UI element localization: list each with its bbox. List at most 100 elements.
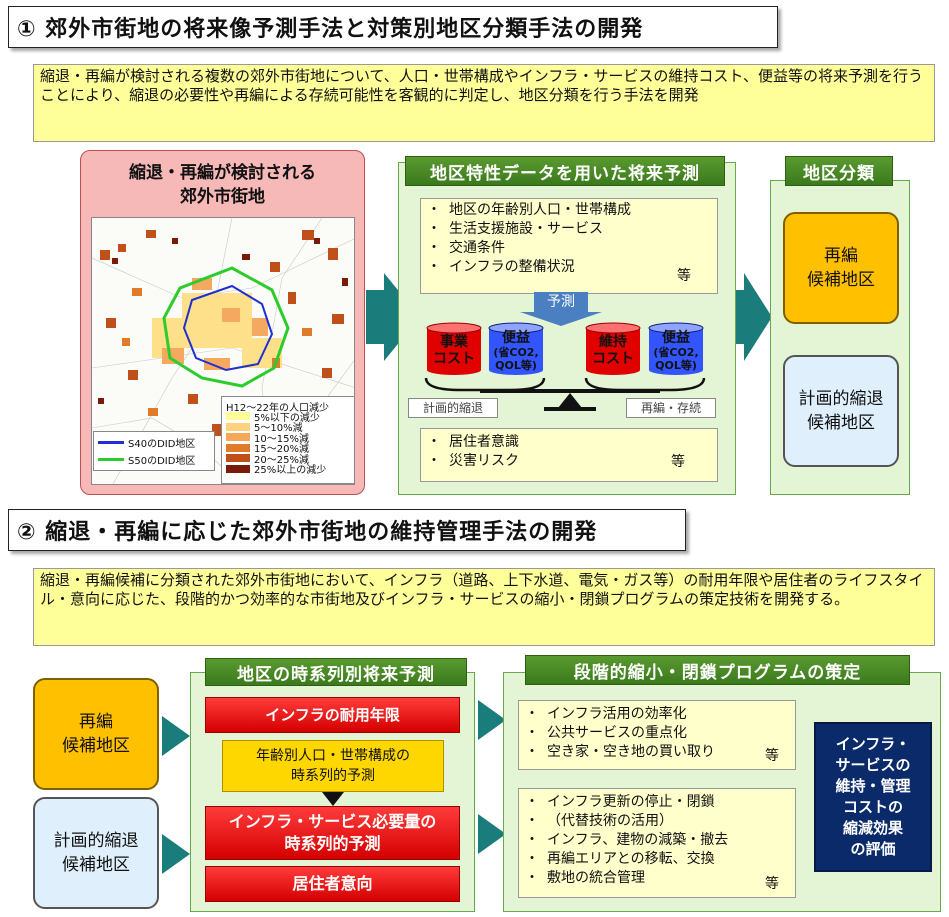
program-list1-etc: 等 [765,748,779,764]
program-panel-title: 段階的縮小・閉鎖プログラムの策定 [525,655,910,685]
population-legend-row: 25%以上の減少 [226,464,350,476]
yellow-line2: 時系列的予測 [291,768,375,784]
program-list2-item: インフラ更新の停止・閉鎖 [519,793,795,812]
arrow-map-to-forecast [366,290,384,344]
program-list2-etc: 等 [765,876,779,892]
section1-heading: ① 郊外市街地の将来像予測手法と対策別地区分類手法の開発 [8,6,778,48]
arrow-forecast-to-classify [736,290,744,344]
forecast-extra-item: 災害リスク [421,452,717,471]
program-list2-item: 敷地の統合管理 [519,869,795,888]
map-title-line2: 郊外市街地 [180,187,265,207]
classify-box2-line1: 計画的縮退 [798,389,884,409]
legend-label: 5～10%減 [254,423,303,435]
eval-line4: コストの [842,798,903,816]
cylinder-maintenance-cost-label: 維持 コスト [585,334,641,368]
cyl-l1-line1: 事業 [440,334,468,350]
population-legend-row: 5～10%減 [226,422,350,435]
s2-box2-line1: 計画的縮退 [53,831,139,851]
timeseries-down-arrow [322,792,344,806]
s2-box-reorganize: 再編 候補地区 [33,678,159,790]
cylinder-business-cost: 事業 コスト [426,322,482,376]
s2-arrow-2 [162,834,190,874]
classify-box-shrink: 計画的縮退 候補地区 [783,355,899,467]
eval-line3: 維持・管理 [835,777,911,795]
cyl-r2-line3: QOL等) [655,359,697,372]
did-legend-s40: S40のDID地区 [98,434,210,451]
forecast-input-item: 地区の年齢別人口・世帯構成 [421,201,717,220]
program-list2-item: 再編エリアとの移転、交換 [519,850,795,869]
cyl-l2-line2: (省CO2, [493,346,539,359]
forecast-inputs-list: 地区の年齢別人口・世帯構成生活支援施設・サービス交通条件インフラの整備状況 [421,199,717,277]
forecast-inputs-note: 地区の年齢別人口・世帯構成生活支援施設・サービス交通条件インフラの整備状況 等 [420,198,718,294]
cylinder-benefit-right: 便益 (省CO2, QOL等) [648,322,704,376]
legend-label: 10～15%減 [254,433,309,445]
forecast-extra-list: 居住者意識災害リスク [421,429,717,471]
s40-line-swatch [98,441,124,444]
legend-label: 5%以下の減少 [254,412,320,424]
legend-swatch [226,443,250,452]
population-legend-row: 5%以下の減少 [226,411,350,424]
bar2-line1: インフラ・サービス必要量の [228,812,437,831]
s2-arrow-3 [478,700,506,740]
classify-box1-line1: 再編 [824,246,858,266]
cyl-r2-line2: (省CO2, [653,346,699,359]
balance-scale [424,377,706,411]
cyl-l2-line3: QOL等) [495,359,537,372]
legend-swatch [226,412,250,421]
population-legend-row: 10～15%減 [226,432,350,445]
population-legend-title: H12～22年の人口減少 [226,403,329,414]
s2-arrow-1 [162,716,190,756]
forecast-extra-etc: 等 [671,454,685,470]
s2-box-shrink: 計画的縮退 候補地区 [33,797,159,909]
did-legend: S40のDID地区 S50のDID地区 [93,431,215,471]
classify-box-reorganize: 再編 候補地区 [783,212,899,324]
program-list1-note: インフラ活用の効率化公共サービスの重点化空き家・空き地の買い取り 等 [518,700,796,770]
cylinder-benefit-right-shape [648,322,704,375]
s50-boundary [162,266,290,388]
section1-heading-text: ① 郊外市街地の将来像予測手法と対策別地区分類手法の開発 [17,17,644,42]
program-title-text: 段階的縮小・閉鎖プログラムの策定 [573,662,862,683]
s2-box2-line2: 候補地区 [62,855,130,875]
classify-title-text: 地区分類 [803,163,875,184]
section2-heading: ② 縮退・再編に応じた郊外市街地の維持管理手法の開発 [8,509,686,551]
predict-arrow: 予測 [534,292,588,312]
legend-swatch [226,433,250,442]
classify-box1-line2: 候補地区 [807,270,875,290]
forecast-extra-note: 居住者意識災害リスク 等 [420,428,718,482]
program-list1: インフラ活用の効率化公共サービスの重点化空き家・空き地の買い取り [519,701,795,762]
program-list2-note: インフラ更新の停止・閉鎖（代替技術の活用）インフラ、建物の減築・撤去再編エリアと… [518,788,796,898]
cyl-l2-line1: 便益 [502,330,530,346]
predict-arrow-head [520,312,602,326]
s40-label: S40のDID地区 [128,439,196,450]
program-list1-item: インフラ活用の効率化 [519,705,795,724]
forecast-extra-item: 居住者意識 [421,433,717,452]
legend-swatch [226,464,250,473]
s50-line-swatch [98,458,124,461]
legend-swatch [226,422,250,431]
cyl-r2-line1: 便益 [662,330,690,346]
legend-label: 15～20%減 [254,444,309,456]
eval-line6: の評価 [850,840,896,858]
s2-box1-line1: 再編 [79,712,113,732]
population-legend-row: 15～20%減 [226,443,350,456]
cylinder-benefit-left-label: 便益 (省CO2, QOL等) [488,330,544,372]
cyl-l1-line2: コスト [433,351,475,367]
bar-infra-service-need: インフラ・サービス必要量の 時系列的予測 [205,806,460,860]
map-title-line1: 縮退・再編が検討される [129,163,316,183]
cylinder-business-cost-label: 事業 コスト [426,334,482,368]
s40-boundary [182,284,274,372]
forecast-panel-title: 地区特性データを用いた将来予測 [405,156,725,186]
arrow-forecast-to-classify-head [744,273,772,361]
cylinder-business-cost-shape [426,322,482,375]
bar-resident-intent: 居住者意向 [205,866,460,902]
yellow-age-forecast: 年齢別人口・世帯構成の 時系列的予測 [222,740,444,792]
scale-label-right: 再編・存続 [626,398,716,418]
map-panel: 縮退・再編が検討される 郊外市街地 [80,150,365,495]
yellow-line1: 年齢別人口・世帯構成の [256,748,410,764]
forecast-input-item: 交通条件 [421,239,717,258]
classify-box2-line2: 候補地区 [807,413,875,433]
did-legend-s50: S50のDID地区 [98,451,210,468]
cylinder-maintenance-cost-shape [585,322,641,375]
